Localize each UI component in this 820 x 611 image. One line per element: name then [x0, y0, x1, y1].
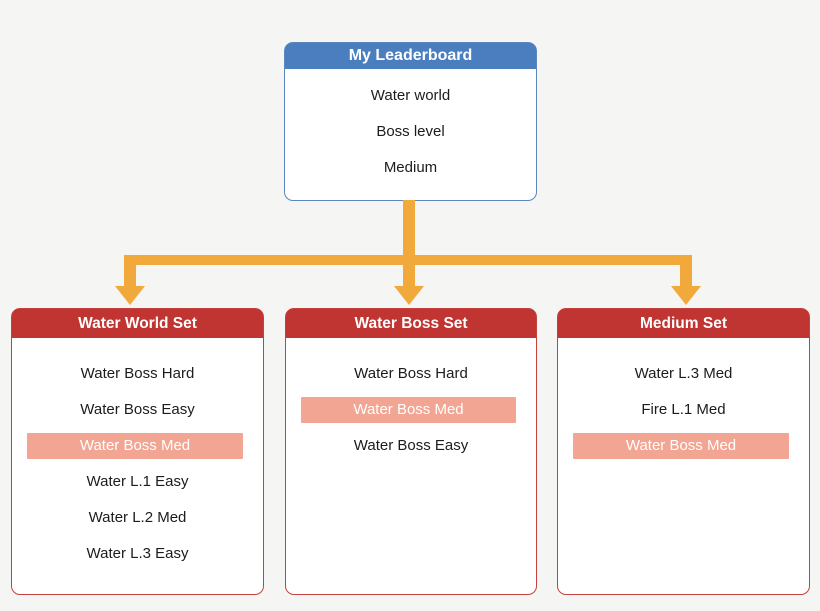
root-attribute: Medium — [383, 159, 438, 176]
set-card-body: Water Boss Hard Water Boss Med Water Bos… — [286, 338, 536, 459]
set-item: Water L.3 Med — [634, 365, 733, 382]
set-item: Water Boss Easy — [353, 437, 469, 454]
set-item: Water L.1 Easy — [86, 473, 189, 490]
set-card-title: Medium Set — [558, 309, 809, 338]
connector-right-drop — [680, 260, 692, 287]
arrow-down-icon — [115, 286, 145, 305]
arrow-down-icon — [671, 286, 701, 305]
set-item: Water Boss Hard — [80, 365, 195, 382]
arrow-down-icon — [394, 286, 424, 305]
set-item: Water Boss Hard — [354, 365, 468, 382]
set-item: Water Boss Easy — [80, 401, 195, 418]
root-attribute: Water world — [370, 87, 451, 104]
set-item-highlighted: Water Boss Med — [573, 433, 789, 459]
set-card-water-boss: Water Boss Set Water Boss Hard Water Bos… — [285, 308, 537, 595]
set-item: Water L.2 Med — [88, 509, 187, 526]
set-item-highlighted: Water Boss Med — [27, 433, 243, 459]
set-card-medium: Medium Set Water L.3 Med Fire L.1 Med Wa… — [557, 308, 810, 595]
set-item-highlighted: Water Boss Med — [301, 397, 516, 423]
root-attribute: Boss level — [376, 123, 445, 140]
connector-left-drop — [124, 260, 136, 287]
root-card-title: My Leaderboard — [285, 43, 536, 69]
connector-root-stem — [403, 200, 415, 260]
set-item: Fire L.1 Med — [641, 401, 726, 418]
root-card-body: Water world Boss level Medium — [285, 69, 536, 181]
set-card-water-world: Water World Set Water Boss Hard Water Bo… — [11, 308, 264, 595]
set-card-body: Water Boss Hard Water Boss Easy Water Bo… — [12, 338, 263, 567]
connector-center-drop — [403, 260, 415, 287]
root-card: My Leaderboard Water world Boss level Me… — [284, 42, 537, 201]
set-card-title: Water World Set — [12, 309, 263, 338]
set-item: Water L.3 Easy — [86, 545, 189, 562]
set-card-title: Water Boss Set — [286, 309, 536, 338]
set-card-body: Water L.3 Med Fire L.1 Med Water Boss Me… — [558, 338, 809, 459]
